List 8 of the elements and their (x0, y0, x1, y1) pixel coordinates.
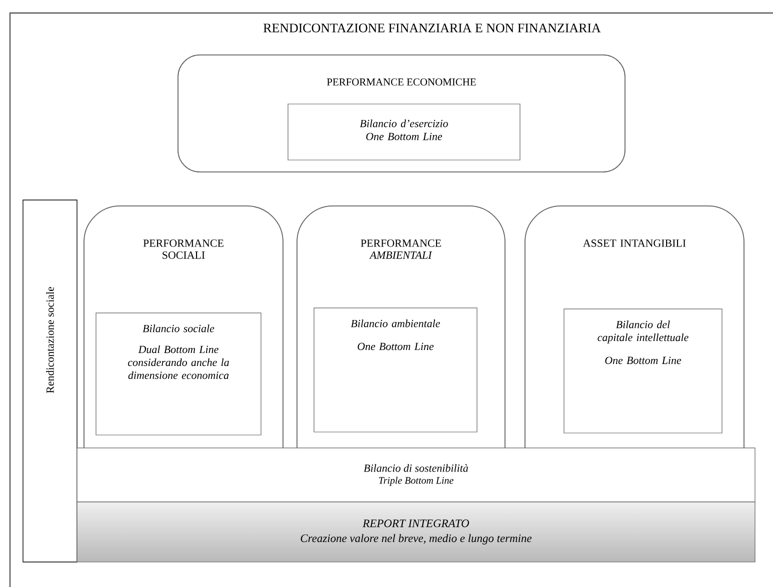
vertical-box: Rendicontazione sociale (22, 200, 78, 562)
text-box: Bilancio d’esercizio One Bottom Line (288, 104, 520, 160)
gradient-band: REPORT INTEGRATO Creazione valore nel breve, medio e lungo termine (76, 502, 756, 562)
text-box: Bilancio sociale Dual Bottom Line considerando anche la dimensione economica (96, 312, 262, 436)
band: Bilancio di sostenibilità Triple Bottom Line (76, 448, 756, 502)
text-box: Bilancio ambientale One Bottom Line (314, 308, 478, 432)
text-box: Bilancio del capitale intellettuale One Bottom Line (564, 308, 722, 434)
title: RENDICONTAZIONE FINANZIARIA E NON FINANZIARIA (263, 24, 601, 32)
